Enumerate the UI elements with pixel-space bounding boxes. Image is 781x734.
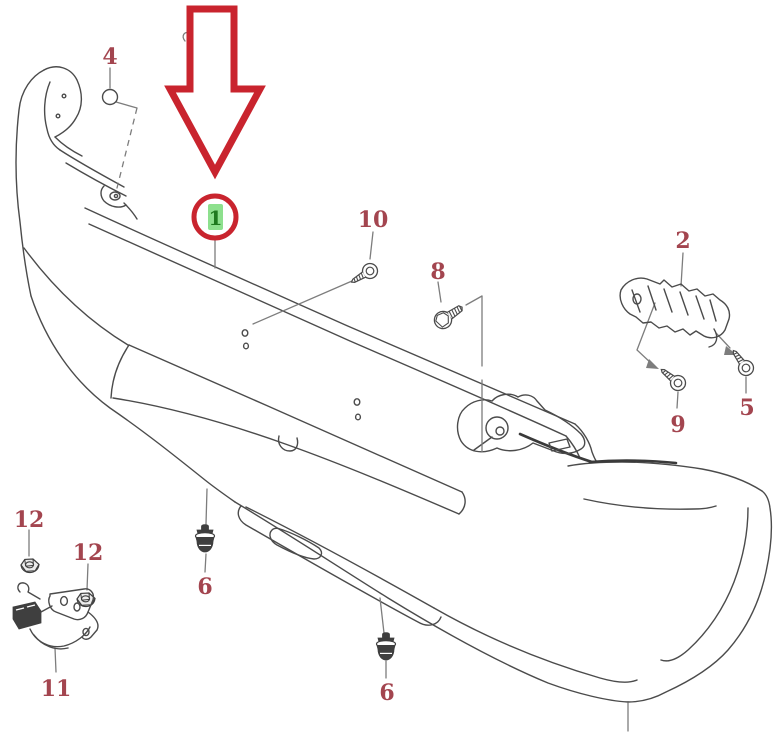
callout-number-12a[interactable]: 12: [14, 507, 45, 533]
part-bolt-8: [430, 299, 468, 333]
selection-circle: [191, 193, 239, 241]
part-clip-6b: [375, 632, 397, 661]
part-nut-12a: [20, 558, 40, 574]
callout-1-selected[interactable]: 1: [191, 193, 239, 241]
callout-number-6a[interactable]: 6: [197, 574, 212, 600]
part-side-bracket-2: [619, 277, 731, 348]
leader-lines: [28, 67, 747, 732]
selection-down-arrow: [164, 5, 266, 180]
callout-number-5[interactable]: 5: [739, 395, 754, 421]
callout-number-10[interactable]: 10: [358, 207, 389, 233]
callout-number-8[interactable]: 8: [430, 259, 445, 285]
part-harness-bracket-11: [12, 582, 99, 650]
rear-bumper-drawing: [15, 66, 773, 703]
callout-number-11[interactable]: 11: [41, 676, 72, 702]
callout-number-12b[interactable]: 12: [73, 540, 104, 566]
callout-number-9[interactable]: 9: [670, 412, 685, 438]
part-screw-9: [655, 362, 690, 395]
part-clip-6a: [194, 524, 216, 553]
callout-number-4[interactable]: 4: [102, 44, 117, 70]
callout-numbers: 2 4 5 6 6 8 9 10 11 12 12: [14, 44, 755, 706]
green-highlight: [208, 204, 223, 230]
part-grommet-4: [101, 88, 119, 106]
callout-number-2[interactable]: 2: [675, 228, 690, 254]
callout-number-1[interactable]: 1: [209, 206, 223, 230]
part-screw-10: [347, 260, 381, 290]
callout-number-6b[interactable]: 6: [379, 680, 394, 706]
